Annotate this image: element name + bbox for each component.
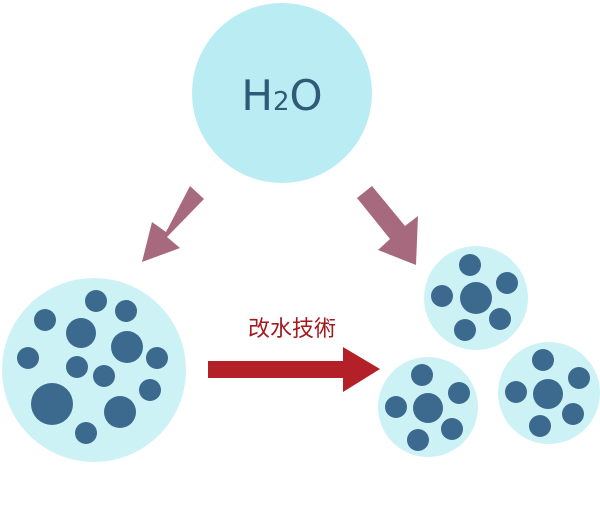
- cluster-particle: [532, 349, 554, 371]
- large-water-cluster: [2, 278, 186, 462]
- small-water-cluster-bottom-right: [498, 342, 600, 444]
- cluster-particle: [34, 309, 56, 331]
- cluster-particle: [115, 300, 137, 322]
- cluster-particle: [562, 403, 584, 425]
- cluster-particle: [529, 415, 551, 437]
- cluster-particle: [31, 383, 73, 425]
- cluster-particle: [411, 364, 433, 386]
- cluster-particle: [431, 285, 453, 307]
- split-arrow-right-icon: [357, 186, 418, 265]
- small-water-cluster-bottom-left: [378, 357, 478, 457]
- cluster-particle: [448, 382, 470, 404]
- h2o-formula: H2O: [241, 71, 322, 120]
- cluster-particle: [66, 356, 88, 378]
- h2o-molecule: H2O: [192, 3, 372, 183]
- cluster-particle: [459, 254, 481, 276]
- process-label: 改水技術: [248, 317, 336, 342]
- cluster-particle: [66, 318, 96, 348]
- cluster-center-particle: [460, 282, 492, 314]
- small-water-cluster-top: [424, 246, 528, 350]
- h2o-bubble: [192, 3, 372, 183]
- cluster-particle: [111, 331, 143, 363]
- cluster-particle: [93, 365, 115, 387]
- cluster-particle: [441, 418, 463, 440]
- process-arrow-icon: [208, 347, 380, 392]
- cluster-particle: [146, 347, 168, 369]
- split-arrow-left-icon: [142, 186, 204, 262]
- cluster-particle: [454, 319, 476, 341]
- cluster-particle: [568, 367, 590, 389]
- cluster-center-particle: [533, 379, 563, 409]
- cluster-particle: [75, 422, 97, 444]
- cluster-center-particle: [413, 393, 443, 423]
- cluster-particle: [139, 379, 161, 401]
- cluster-particle: [496, 272, 518, 294]
- cluster-particle: [85, 290, 107, 312]
- cluster-particle: [407, 429, 429, 451]
- cluster-particle: [104, 396, 136, 428]
- cluster-particle: [385, 396, 407, 418]
- cluster-particle: [17, 347, 39, 369]
- cluster-particle: [489, 308, 511, 330]
- cluster-particle: [505, 381, 527, 403]
